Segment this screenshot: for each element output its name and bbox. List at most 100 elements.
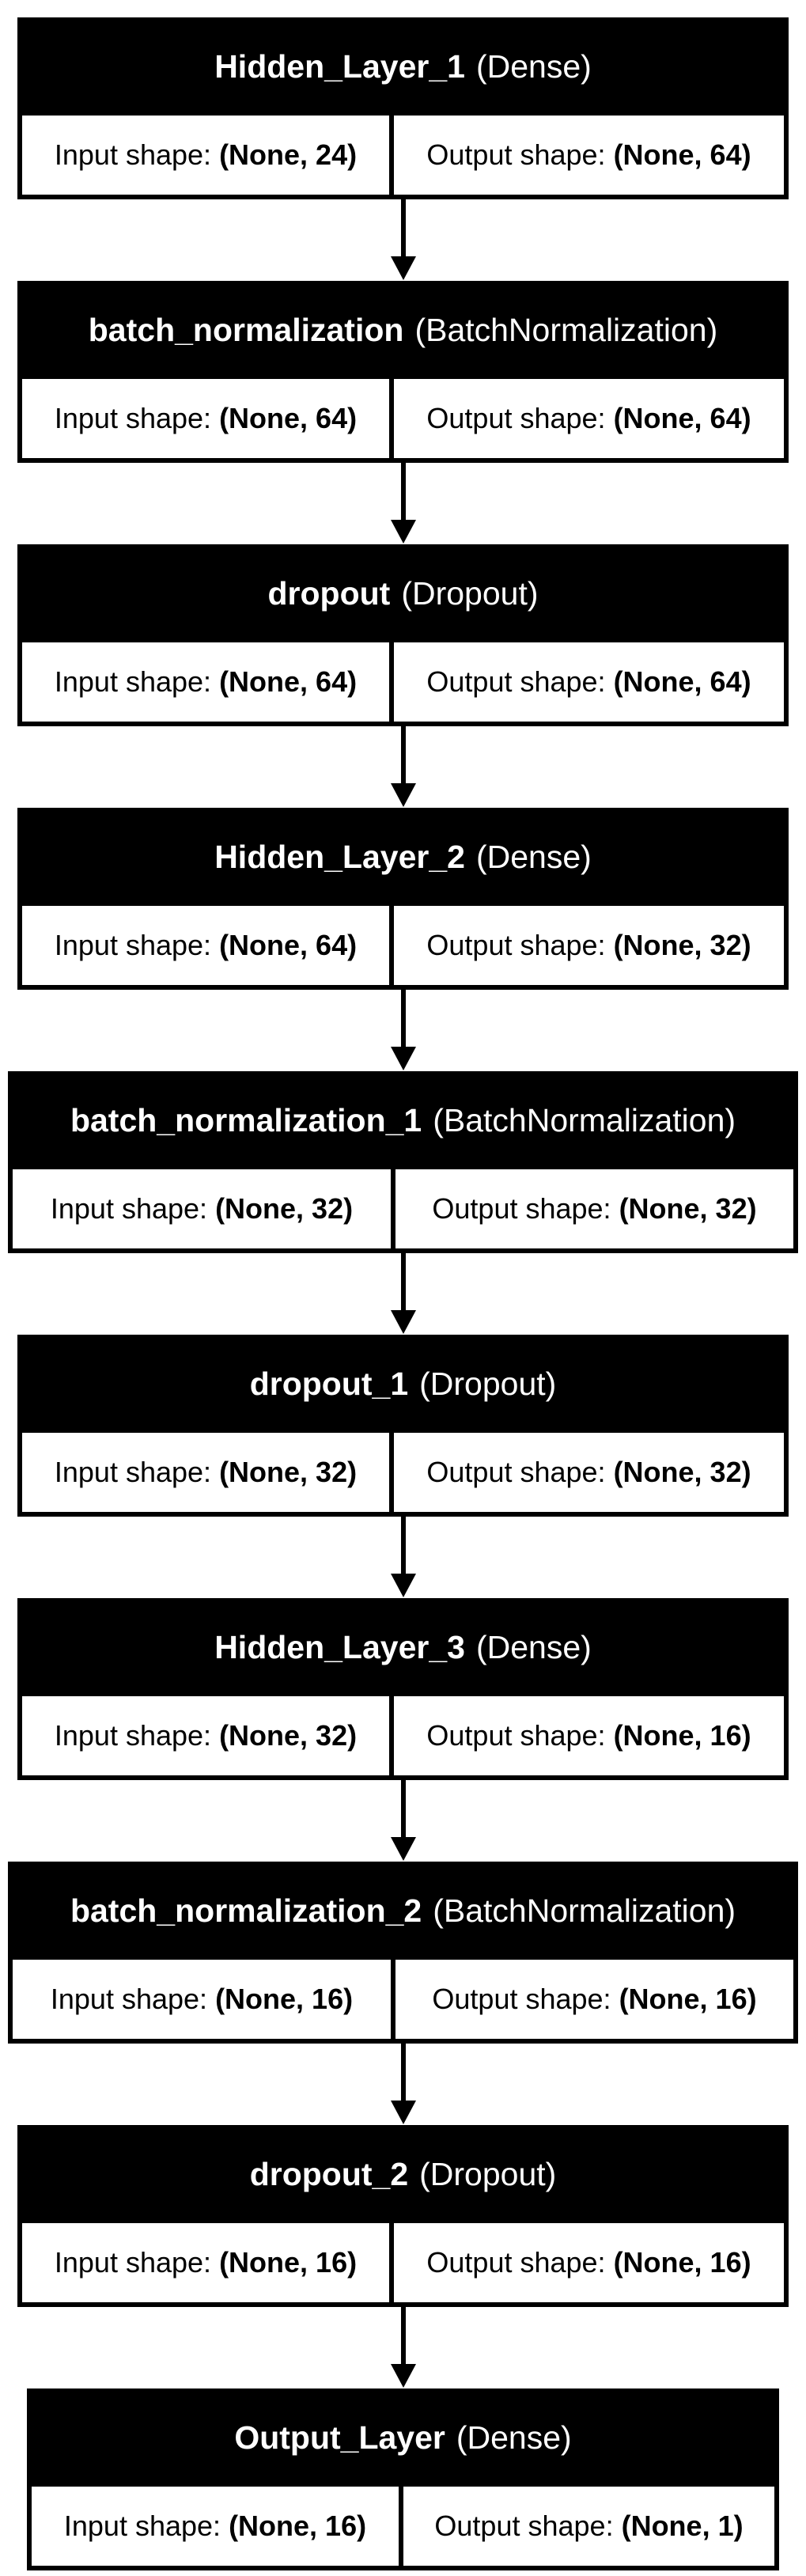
layer-shapes: Input shape:(None, 24)Output shape:(None… [22,116,784,195]
layer-name: dropout_2 [249,2155,409,2192]
output-shape-label: Output shape: [426,1456,606,1488]
output-shape-value: (None, 16) [619,1983,757,2015]
input-shape-cell: Input shape:(None, 64) [22,379,389,458]
output-shape-value: (None, 64) [613,665,751,698]
connector-line [401,1253,406,1313]
layer-shapes: Input shape:(None, 32)Output shape:(None… [13,1169,793,1248]
layer-node: Hidden_Layer_1(Dense)Input shape:(None, … [17,17,789,199]
connector-line [401,990,406,1049]
layer-name: batch_normalization [88,311,404,348]
layer-node: batch_normalization_2 (BatchNormalization… [8,1862,798,2044]
output-shape-cell: Output shape:(None, 64) [394,642,784,722]
output-shape-cell: Output shape:(None, 16) [394,2223,784,2302]
output-shape-cell: Output shape:(None, 16) [395,1960,793,2039]
output-shape-value: (None, 64) [613,402,751,434]
input-shape-label: Input shape: [54,2246,212,2279]
layer-name: Hidden_Layer_3 [214,1628,465,1665]
arrow-head-icon [391,520,416,544]
output-shape-value: (None, 16) [613,1719,751,1752]
input-shape-value: (None, 32) [219,1456,358,1488]
layer-node: Output_Layer(Dense)Input shape:(None, 16… [27,2388,779,2570]
input-shape-cell: Input shape:(None, 16) [13,1960,391,2039]
layer-node: Hidden_Layer_2(Dense)Input shape:(None, … [17,808,789,990]
arrow-head-icon [391,1574,416,1597]
output-shape-label: Output shape: [426,665,606,698]
arrow-head-icon [391,256,416,280]
output-shape-value: (None, 64) [613,138,751,171]
input-shape-label: Input shape: [50,1983,208,2015]
input-shape-value: (None, 16) [215,1983,354,2015]
connector-line [401,199,406,259]
layer-header: Hidden_Layer_3 (Dense) [17,1598,789,1696]
connector-line [401,1780,406,1839]
input-shape-label: Input shape: [54,138,212,171]
output-shape-cell: Output shape:(None, 1) [403,2487,774,2566]
output-shape-label: Output shape: [426,138,606,171]
output-shape-value: (None, 32) [613,929,751,961]
input-shape-value: (None, 24) [219,138,358,171]
connector-line [401,2307,406,2366]
arrow-head-icon [391,1837,416,1861]
layer-header: dropout_2 (Dropout) [17,2125,789,2223]
output-shape-cell: Output shape:(None, 16) [394,1696,784,1775]
input-shape-value: (None, 64) [219,665,358,698]
layer-shapes: Input shape:(None, 32)Output shape:(None… [22,1696,784,1775]
layer-type: (BatchNormalization) [414,311,718,348]
output-shape-cell: Output shape:(None, 32) [394,1433,784,1512]
layer-name: batch_normalization_2 [70,1892,422,1929]
output-shape-value: (None, 1) [621,2510,744,2542]
layer-shapes: Input shape:(None, 16)Output shape:(None… [13,1960,793,2039]
layer-shapes: Input shape:(None, 64) Output shape:(None… [22,906,784,985]
connector-line [401,463,406,522]
layer-type: (Dense) [475,1628,592,1665]
input-shape-label: Input shape: [54,1719,212,1752]
layer-node: dropout(Dropout)Input shape:(None, 64)Ou… [17,544,789,726]
layer-name: dropout [267,574,391,612]
input-shape-cell: Input shape:(None, 64) [22,906,389,985]
connector-line [401,1517,406,1576]
layer-name: Hidden_Layer_1 [214,47,465,85]
input-shape-value: (None, 64) [219,402,358,434]
layer-shapes: Input shape:(None, 64)Output shape:(None… [22,379,784,458]
output-shape-value: (None, 32) [613,1456,751,1488]
output-shape-cell: Output shape:(None, 64) [394,379,784,458]
layer-shapes: Input shape: (None, 16)Output shape:(None… [22,2223,784,2302]
layer-header: Output_Layer(Dense) [27,2388,779,2487]
layer-node: Hidden_Layer_3(Dense)Input shape:(None, … [17,1598,789,1780]
layer-header: batch_normalization_2 (BatchNormalization… [8,1862,798,1960]
layer-header: dropout_1(Dropout) [17,1335,789,1433]
output-shape-label: Output shape: [432,1983,611,2015]
layer-type: (Dense) [456,2419,572,2456]
layer-header: batch_normalization_1(BatchNormalization… [8,1071,798,1169]
output-shape-label: Output shape: [426,929,606,961]
input-shape-label: Input shape: [50,1192,208,1225]
input-shape-label: Input shape: [54,665,212,698]
layer-node: batch_normalization (BatchNormalization) I… [17,281,789,463]
layer-node: dropout_1(Dropout)Input shape:(None, 32)… [17,1335,789,1517]
output-shape-label: Output shape: [426,402,606,434]
layer-type: (BatchNormalization) [433,1101,736,1138]
input-shape-value: (None, 16) [229,2510,367,2542]
layer-header: Hidden_Layer_1 (Dense) [17,17,789,116]
arrow-head-icon [391,2101,416,2124]
layer-node: batch_normalization_1(BatchNormalization… [8,1071,798,1253]
output-shape-label: Output shape: [434,2510,614,2542]
layer-header: batch_normalization (BatchNormalization) [17,281,789,379]
arrow-head-icon [391,783,416,807]
connector-line [401,726,406,786]
layer-header: Hidden_Layer_2(Dense) [17,808,789,906]
layer-node: dropout_2 (Dropout) Input shape: (None, 16)… [17,2125,789,2307]
input-shape-cell: Input shape:(None, 64) [22,642,389,722]
layer-type: (Dense) [475,47,592,85]
output-shape-cell: Output shape:(None, 64) [394,116,784,195]
input-shape-cell: Input shape:(None, 24) [22,116,389,195]
output-shape-label: Output shape: [426,1719,606,1752]
output-shape-value: (None, 16) [613,2246,751,2279]
output-shape-cell: Output shape:(None, 32) [395,1169,793,1248]
layer-header: dropout(Dropout) [17,544,789,642]
layer-type: (Dropout) [419,2155,557,2192]
input-shape-cell: Input shape:(None, 32) [22,1433,389,1512]
layer-shapes: Input shape:(None, 32)Output shape:(None… [22,1433,784,1512]
layer-type: (BatchNormalization) [433,1892,736,1929]
